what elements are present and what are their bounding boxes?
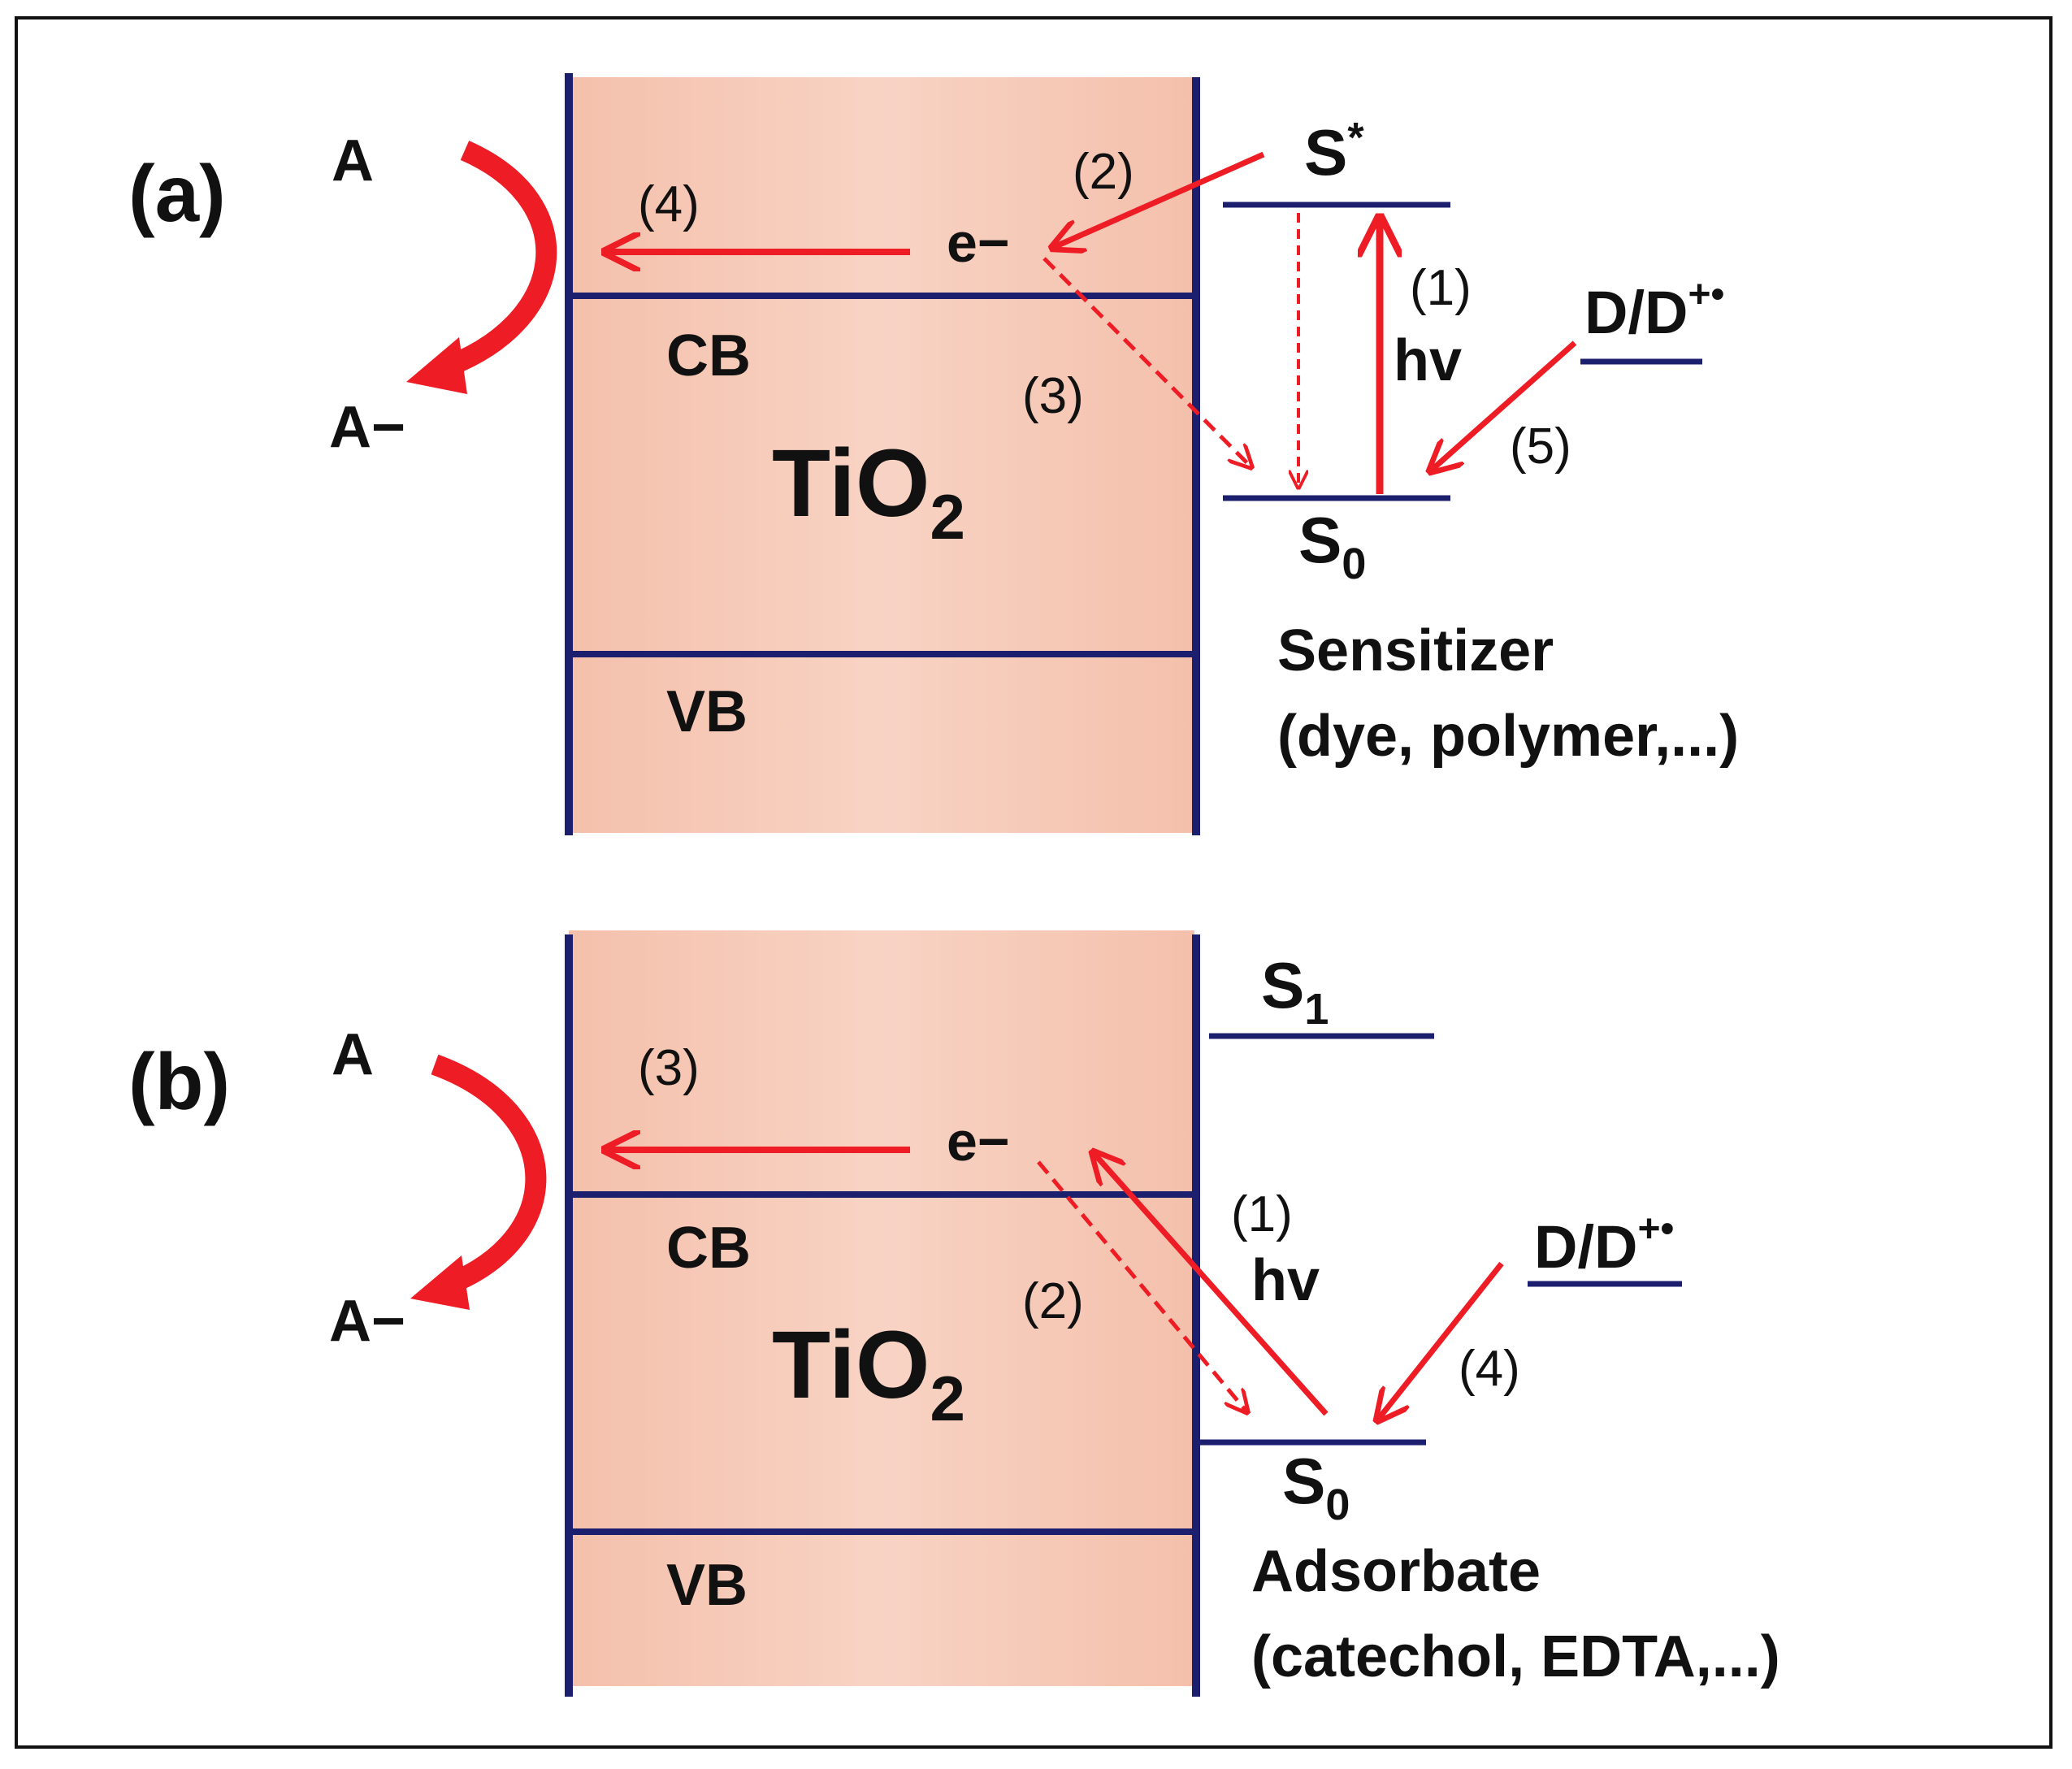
step2-label-a: (2): [1073, 144, 1134, 200]
adsorbate-title: Adsorbate: [1251, 1539, 1541, 1604]
panel-label-b: (b): [128, 1037, 230, 1126]
step4-label-b: (4): [1459, 1341, 1520, 1397]
step5-label-a: (5): [1510, 418, 1571, 475]
photon-label-b: hv: [1251, 1248, 1320, 1313]
step1-label-b: (1): [1231, 1186, 1293, 1242]
excited-state-label-a: S*: [1304, 115, 1364, 189]
tio2-label-b: TiO2: [772, 1312, 965, 1434]
sensitizer-examples: (dye, polymer,...): [1277, 704, 1739, 769]
ground-state-label-b: S0: [1282, 1445, 1350, 1529]
ground-state-label-a: S0: [1298, 504, 1366, 588]
tio2-label-a: TiO2: [772, 430, 965, 553]
acceptor-reduced-label-a: A−: [329, 395, 405, 460]
arrow-step1-b: [1093, 1152, 1329, 1416]
excited-state-label-b: S1: [1261, 949, 1329, 1034]
donor-label-a: D/D+•: [1584, 273, 1724, 346]
tio2-band-region-b: [569, 930, 1194, 1686]
acceptor-arrowhead-b: [410, 1255, 470, 1310]
acceptor-label-b: A: [332, 1022, 374, 1087]
panel-label-a: (a): [128, 149, 226, 238]
acceptor-reduced-label-b: A−: [329, 1289, 405, 1354]
adsorbate-examples: (catechol, EDTA,...): [1251, 1624, 1780, 1689]
cb-label-a: CB: [666, 323, 751, 388]
step3-label-b: (3): [638, 1040, 700, 1096]
donor-label-b: D/D+•: [1534, 1208, 1674, 1281]
arrow-step2-b: [1037, 1160, 1247, 1412]
step3-label-a: (3): [1022, 368, 1084, 424]
photon-label-a: hv: [1394, 328, 1462, 393]
step1-label-a: (1): [1410, 260, 1472, 316]
acceptor-label-a: A: [332, 128, 374, 193]
step4-label-a: (4): [638, 176, 700, 232]
step2-label-b: (2): [1022, 1273, 1084, 1329]
panel-a: (a) A A− e− CB VB TiO2 S* S0 D/D+• hv (1…: [128, 73, 1739, 835]
cb-label-b: CB: [666, 1216, 751, 1281]
vb-label-a: VB: [666, 679, 748, 744]
panel-b: (b) A A− e− CB VB TiO2 S1 S0 D/D+• hv (1…: [128, 930, 1780, 1697]
acceptor-reduction-arrow-a: [435, 141, 557, 380]
arrow-step4-b: [1377, 1261, 1504, 1420]
electron-label-a: e−: [947, 212, 1010, 274]
electron-label-b: e−: [947, 1111, 1010, 1173]
tio2-band-region-a: [569, 77, 1194, 833]
arrow-step3-a: [1043, 257, 1251, 467]
arrow-step5-a: [1430, 340, 1577, 471]
vb-label-b: VB: [666, 1553, 748, 1618]
sensitizer-title: Sensitizer: [1277, 618, 1554, 683]
acceptor-arrowhead-a: [406, 337, 467, 394]
arrow-step2-a: [1052, 151, 1265, 248]
acceptor-reduction-arrow-b: [431, 1054, 547, 1299]
